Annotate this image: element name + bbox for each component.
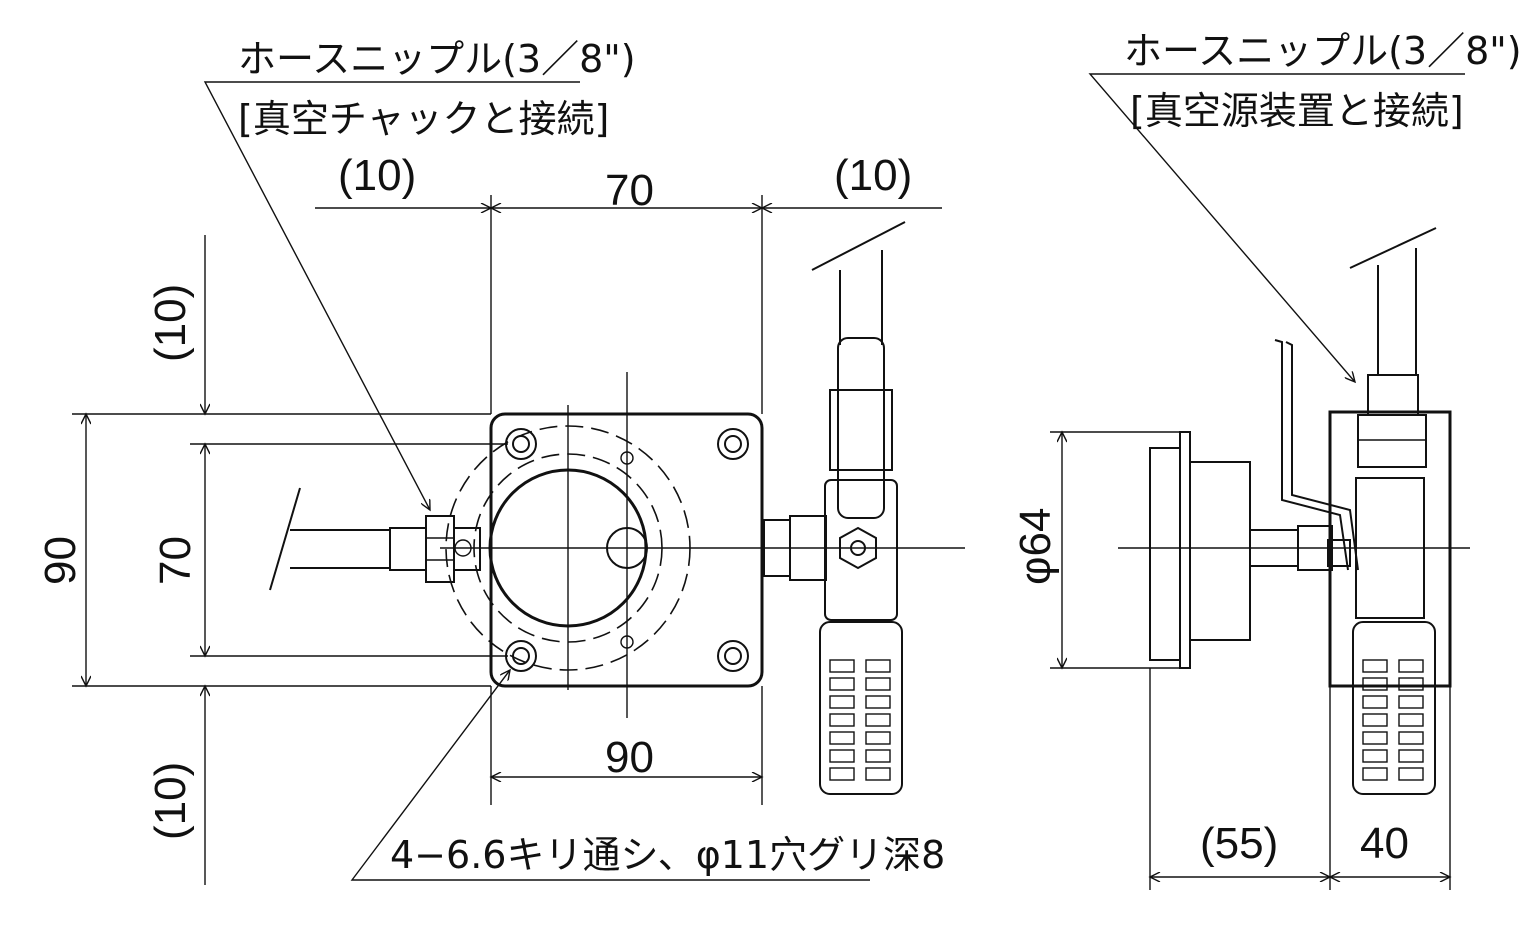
chuck-body xyxy=(1149,447,1181,661)
leader-bottom-note xyxy=(350,670,870,881)
dim-top-right: (10) xyxy=(834,151,912,200)
corner-holes xyxy=(505,428,749,672)
dim-top-mid: 70 xyxy=(605,166,654,215)
left-dimensions xyxy=(72,235,508,885)
leader-left-nipple xyxy=(203,81,580,510)
note-left-sub: [真空チャックと接続] xyxy=(238,97,609,141)
note-right-sub: [真空源装置と接続] xyxy=(1130,89,1464,133)
note-left-title: ホースニップル(3／8") xyxy=(238,37,636,81)
dim-bottom-90: 90 xyxy=(605,733,654,782)
dim-side-55: (55) xyxy=(1200,819,1278,868)
note-bottom: 4−6.6キリ通シ、φ11穴グリ深8 xyxy=(390,833,945,877)
side-view: φ64 (55) 40 ホースニップル(3／8") [真空源装置と接続] xyxy=(1011,29,1522,890)
chuck-boss xyxy=(1189,461,1251,641)
chuck-flange xyxy=(1179,431,1191,669)
valve-block xyxy=(1328,410,1452,688)
dim-left-90: 90 xyxy=(36,536,85,585)
dim-side-40: 40 xyxy=(1360,819,1409,868)
dim-left-70: 70 xyxy=(151,536,200,585)
leader-right-nipple xyxy=(1088,73,1465,382)
bottom-dimensions xyxy=(491,686,762,805)
dim-top-left: (10) xyxy=(338,151,416,200)
dim-left-top: (10) xyxy=(146,284,195,362)
dim-diameter: φ64 xyxy=(1011,508,1060,585)
dim-left-bottom: (10) xyxy=(146,762,195,840)
right-valve xyxy=(763,221,906,795)
front-view: (10) 70 (10) (10) 90 70 (10) 90 ホースニップル(… xyxy=(36,37,965,885)
top-dimensions xyxy=(315,195,942,414)
left-hose xyxy=(269,487,481,591)
note-right-title: ホースニップル(3／8") xyxy=(1124,29,1522,73)
side-dimensions xyxy=(1050,432,1450,890)
